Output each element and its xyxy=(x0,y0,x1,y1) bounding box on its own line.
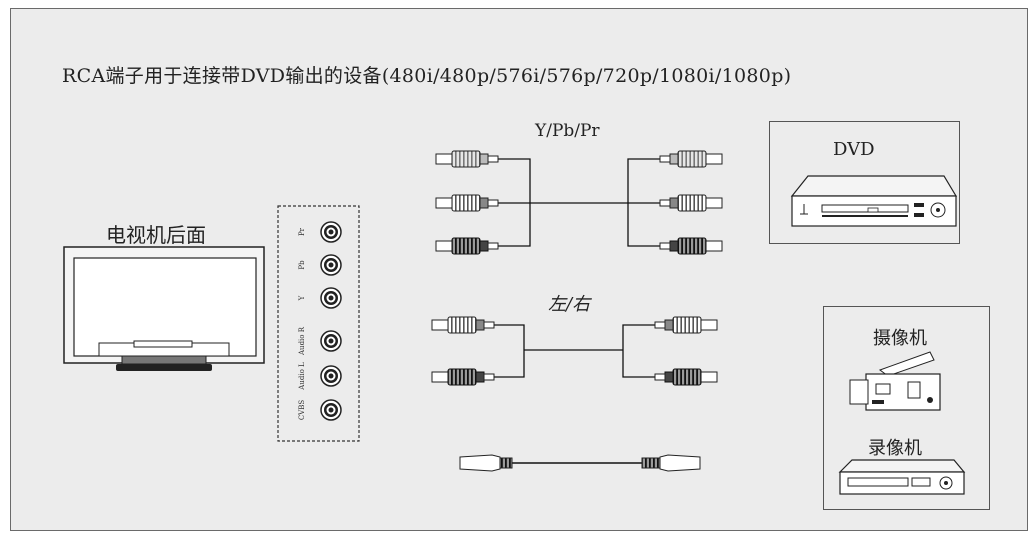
audio-plug-right-red xyxy=(654,368,718,386)
tv-port-panel xyxy=(277,205,360,442)
port-label-y: Y xyxy=(298,295,306,301)
port-jack-pb xyxy=(320,254,342,276)
vcr-icon xyxy=(838,459,966,495)
dvd-player-icon xyxy=(790,175,958,227)
port-label-cvbs: CVBS xyxy=(298,400,306,421)
dvd-label: DVD xyxy=(833,139,875,160)
component-plug-right-3 xyxy=(659,237,723,255)
port-label-audio-r: Audio R xyxy=(298,326,306,356)
audio-cable-wires xyxy=(494,324,655,378)
audio-plug-left-white xyxy=(431,316,495,334)
audio-cable-label: 左/右 xyxy=(548,294,591,315)
component-cable-label: Y/Pb/Pr xyxy=(535,121,600,141)
audio-plug-right-white xyxy=(654,316,718,334)
port-jack-audio-l xyxy=(320,365,342,387)
tv-label: 电视机后面 xyxy=(106,223,206,247)
port-label-pb: Pb xyxy=(298,260,306,270)
tv-icon xyxy=(63,246,265,371)
port-jack-audio-r xyxy=(320,330,342,352)
port-jack-cvbs xyxy=(320,399,342,421)
diagram-title: RCA端子用于连接带DVD输出的设备(480i/480p/576i/576p/7… xyxy=(62,65,792,87)
component-plug-left-1 xyxy=(435,150,499,168)
port-jack-pr xyxy=(320,221,342,243)
component-plug-left-2 xyxy=(435,194,499,212)
port-label-audio-l: Audio L xyxy=(298,362,306,391)
camcorder-label: 摄像机 xyxy=(873,328,927,349)
port-label-pr: Pr xyxy=(298,227,306,236)
component-plug-right-2 xyxy=(659,194,723,212)
port-jack-y xyxy=(320,287,342,309)
audio-plug-left-red xyxy=(431,368,495,386)
video-cable xyxy=(459,454,701,472)
camcorder-icon xyxy=(849,351,941,411)
vcr-label: 录像机 xyxy=(868,438,922,459)
component-plug-right-1 xyxy=(659,150,723,168)
component-plug-left-3 xyxy=(435,237,499,255)
component-cable-wires xyxy=(498,158,660,247)
